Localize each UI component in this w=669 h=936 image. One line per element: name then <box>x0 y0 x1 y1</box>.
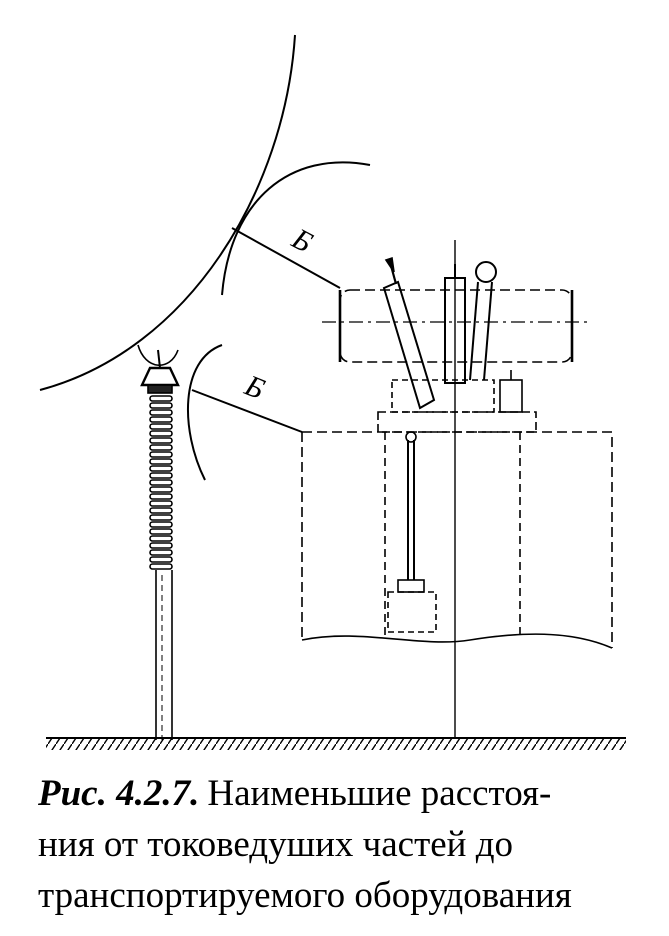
distance-label-lower: Б <box>239 369 269 407</box>
insulator-shed <box>149 444 173 451</box>
figure-caption: Рис. 4.2.7.Наименьшие расстоя- ния от то… <box>38 768 658 921</box>
clearance-arc-large <box>39 34 296 391</box>
insulator-shed <box>149 542 173 549</box>
insulator-shed <box>149 395 173 402</box>
distance-line-lower <box>191 389 303 433</box>
insulator-shed <box>149 458 173 465</box>
insulator-shed <box>149 535 173 542</box>
support-insulator <box>140 349 180 740</box>
insulator-shed <box>149 472 173 479</box>
insulator-shed <box>149 409 173 416</box>
ground-hatch <box>46 738 626 750</box>
insulator-shed <box>149 423 173 430</box>
insulator-shed <box>149 528 173 535</box>
clearance-arc-insulator <box>137 344 179 366</box>
clearance-arc-small-upper <box>221 161 371 296</box>
clearance-arc-small-lower <box>186 344 223 481</box>
caption-line-3: транспортируемого оборудования <box>38 875 572 916</box>
insulator-shed <box>149 430 173 437</box>
insulator-shed <box>149 563 173 570</box>
insulator-shed <box>149 556 173 563</box>
insulator-shed <box>149 507 173 514</box>
insulator-shed <box>149 493 173 500</box>
insulator-shed <box>149 451 173 458</box>
insulator-shed <box>149 521 173 528</box>
clearance-diagram: Б Б <box>39 34 626 750</box>
insulator-shed <box>149 486 173 493</box>
insulator-shed <box>149 549 173 556</box>
insulator-shed <box>149 465 173 472</box>
distance-label-upper: Б <box>286 222 318 260</box>
transported-equipment <box>301 256 613 649</box>
distance-line-upper <box>231 227 341 289</box>
caption-line-2: ния от токоведуших частей до <box>38 824 514 865</box>
insulator-shed <box>149 402 173 409</box>
insulator-shed <box>149 416 173 423</box>
insulator-shed <box>149 437 173 444</box>
caption-line-1: Наименьшие расстоя- <box>207 773 552 814</box>
insulator-shed <box>149 514 173 521</box>
insulator-shed <box>149 479 173 486</box>
insulator-shed <box>149 500 173 507</box>
figure-number: Рис. 4.2.7. <box>38 773 200 814</box>
